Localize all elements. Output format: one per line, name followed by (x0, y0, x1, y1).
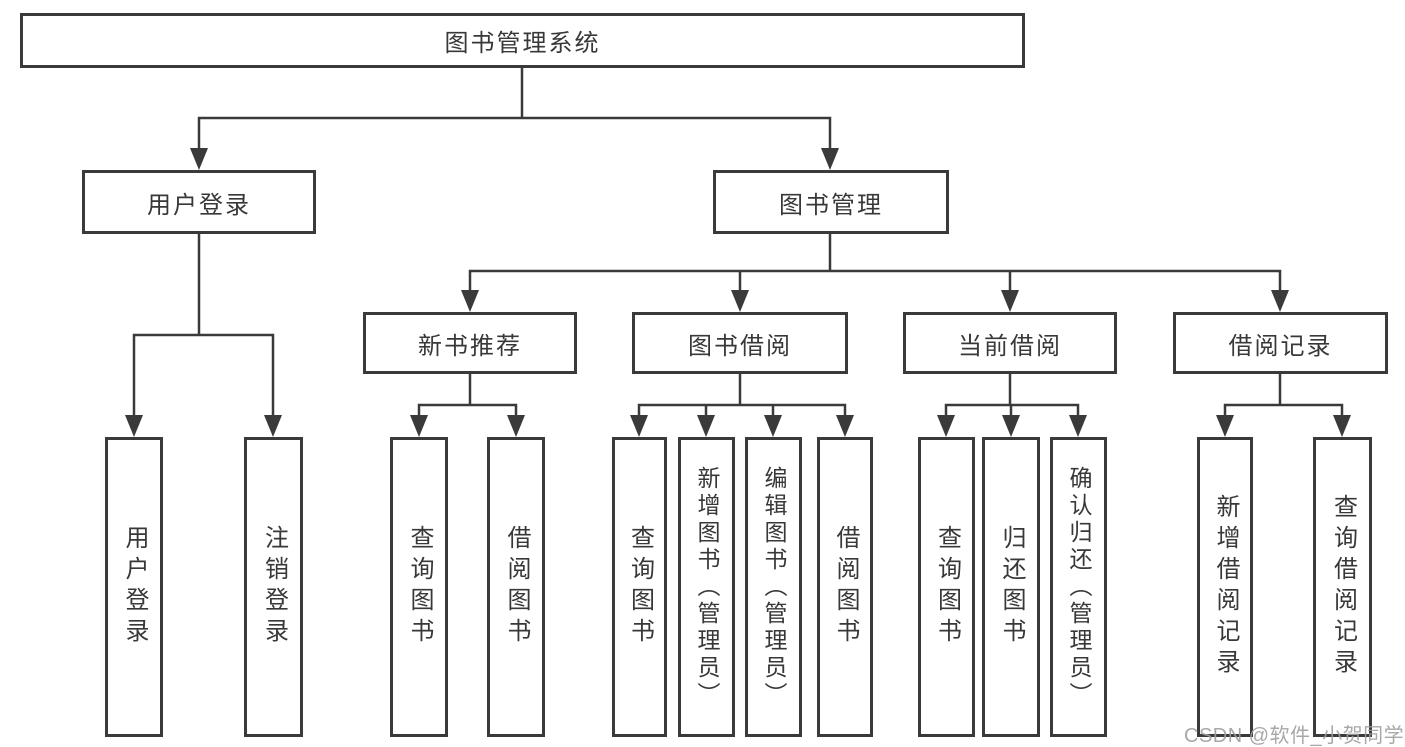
arrowhead (1002, 415, 1020, 437)
arrowhead (731, 290, 749, 312)
leaf-cb-query-book-label: 查询图书 (933, 525, 961, 649)
leaf-bb-query-book: 查询图书 (612, 437, 667, 737)
leaf-br-add-record-label: 新增借阅记录 (1212, 494, 1239, 680)
arrowhead (697, 415, 715, 437)
arrowhead (264, 415, 282, 437)
node-borrow-records: 借阅记录 (1173, 312, 1388, 374)
node-root: 图书管理系统 (20, 13, 1025, 68)
arrowhead (507, 415, 525, 437)
arrowhead (410, 415, 428, 437)
arrowhead (125, 415, 143, 437)
tree-edges (132, 66, 1344, 419)
leaf-rec-query-book: 查询图书 (390, 437, 448, 737)
leaf-bb-add-book-admin-label: 新增图书（管理员） (694, 465, 720, 709)
node-book-borrow: 图书借阅 (632, 312, 848, 374)
arrowhead (937, 415, 955, 437)
node-user-login: 用户登录 (82, 170, 316, 234)
leaf-logout-label: 注销登录 (260, 525, 288, 649)
leaf-bb-add-book-admin: 新增图书（管理员） (678, 437, 735, 737)
node-root-label: 图书管理系统 (444, 30, 601, 57)
leaf-user-login-label: 用户登录 (121, 525, 148, 649)
arrowhead (821, 148, 839, 170)
csdn-watermark: CSDN @软件_小贺同学 (1184, 725, 1405, 747)
leaf-br-add-record: 新增借阅记录 (1197, 437, 1253, 737)
leaf-br-query-record-label: 查询借阅记录 (1329, 494, 1357, 680)
leaf-cb-query-book: 查询图书 (918, 437, 975, 737)
leaf-cb-confirm-return-admin: 确认归还（管理员） (1050, 437, 1107, 737)
arrowhead (1271, 290, 1289, 312)
leaf-rec-borrow-book-label: 借阅图书 (503, 525, 530, 649)
node-book-management: 图书管理 (713, 170, 949, 234)
arrowhead (1069, 415, 1087, 437)
arrowhead (1001, 290, 1019, 312)
leaf-cb-confirm-return-admin-label: 确认归还（管理员） (1066, 465, 1092, 709)
leaf-logout: 注销登录 (244, 437, 303, 737)
leaf-user-login: 用户登录 (105, 437, 163, 737)
leaf-rec-borrow-book: 借阅图书 (487, 437, 545, 737)
leaf-bb-edit-book-admin: 编辑图书（管理员） (745, 437, 802, 737)
node-current-borrow: 当前借阅 (903, 312, 1117, 374)
leaf-bb-borrow-book: 借阅图书 (817, 437, 873, 737)
leaf-bb-edit-book-admin-label: 编辑图书（管理员） (761, 465, 787, 709)
arrowhead (190, 148, 208, 170)
arrowhead (1216, 415, 1234, 437)
arrowhead (836, 415, 854, 437)
node-book-borrow-label: 图书借阅 (688, 332, 792, 360)
leaf-bb-borrow-book-label: 借阅图书 (832, 525, 859, 649)
node-book-management-label: 图书管理 (779, 191, 883, 219)
leaf-cb-return-book-label: 归还图书 (998, 525, 1025, 649)
node-user-login-label: 用户登录 (147, 191, 251, 219)
arrowhead (1333, 415, 1351, 437)
arrowhead (764, 415, 782, 437)
leaf-bb-query-book-label: 查询图书 (626, 525, 654, 649)
node-new-book-recommend: 新书推荐 (363, 312, 577, 374)
node-current-borrow-label: 当前借阅 (958, 332, 1062, 360)
arrowhead (630, 415, 648, 437)
leaf-br-query-record: 查询借阅记录 (1313, 437, 1372, 737)
leaf-cb-return-book: 归还图书 (982, 437, 1040, 737)
leaf-rec-query-book-label: 查询图书 (406, 525, 433, 649)
arrowheads (125, 148, 1351, 437)
node-new-book-recommend-label: 新书推荐 (418, 332, 522, 360)
arrowhead (461, 290, 479, 312)
node-borrow-records-label: 借阅记录 (1228, 332, 1333, 360)
